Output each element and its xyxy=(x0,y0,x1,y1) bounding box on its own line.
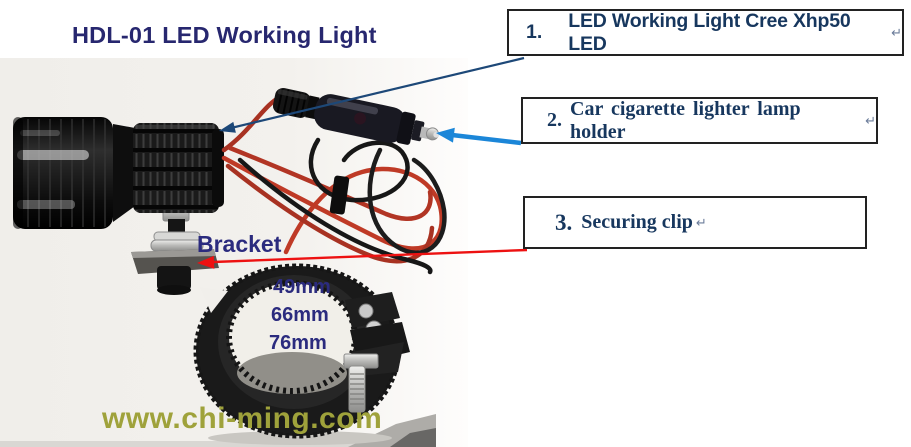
callout-label: LED Working Light Cree Xhp50 LED xyxy=(568,9,851,55)
return-mark-icon: ↵ xyxy=(891,24,902,40)
return-mark-icon: ↵ xyxy=(695,214,707,230)
clamp-size-66mm: 66mm xyxy=(271,304,329,326)
callout-number: 1. xyxy=(526,21,543,43)
clamp-bolt-hardware xyxy=(343,292,410,413)
callout-box-lighter-holder: 2. Car cigarette lighter lamp holder ↵ xyxy=(521,97,878,144)
page-title: HDL-01 LED Working Light xyxy=(72,22,377,48)
led-light-photo xyxy=(13,117,224,229)
callout-number: 2. xyxy=(547,109,562,131)
clamp-notch xyxy=(200,287,228,313)
clamp-size-49mm: 49mm xyxy=(273,276,331,298)
bracket-label: Bracket xyxy=(197,231,282,257)
callout-label: Securing clip xyxy=(581,211,693,233)
website-url: www.chi-ming.com xyxy=(102,402,383,435)
callout-label: Car cigarette lighter lamp holder xyxy=(570,97,801,143)
securing-clip-photo xyxy=(193,263,410,445)
return-mark-icon: ↵ xyxy=(865,112,876,128)
callout-box-securing-clip: 3. Securing clip ↵ xyxy=(523,196,867,249)
callout-box-led-light: 1. LED Working Light Cree Xhp50 LED ↵ xyxy=(507,9,904,56)
callout-number: 3. xyxy=(555,209,573,235)
clamp-size-76mm: 76mm xyxy=(269,332,327,354)
